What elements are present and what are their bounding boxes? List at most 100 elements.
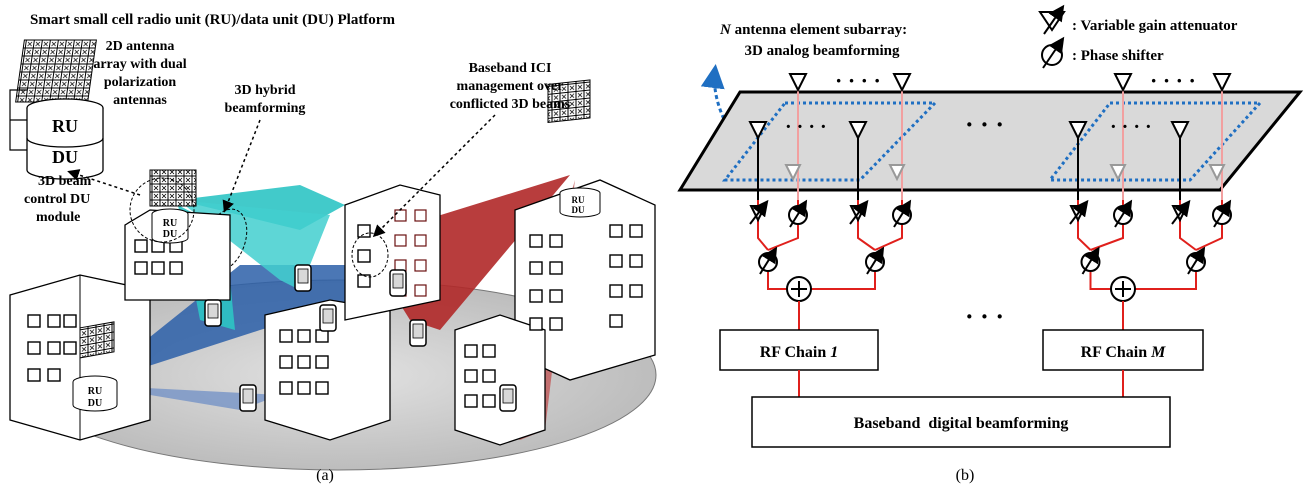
window	[609, 254, 623, 268]
signal-line	[1077, 225, 1092, 251]
ru-label-right: RU	[572, 195, 585, 205]
window	[629, 284, 643, 298]
subarray-label-rest: antenna element subarray:	[731, 22, 907, 38]
antenna-element-rear	[1109, 164, 1127, 182]
window	[464, 369, 478, 383]
window	[529, 317, 543, 331]
combiner-plus	[791, 281, 807, 297]
window	[609, 224, 623, 238]
label-ici: Baseband ICI management over conflicted …	[450, 61, 571, 112]
ru-du-unit-right: RU DU	[559, 187, 601, 218]
antenna-element	[1212, 73, 1232, 93]
antenna-array-building	[149, 169, 197, 207]
label-beam-control-l1: 3D beam	[38, 174, 92, 189]
vga-arrow	[749, 199, 769, 225]
label-2d-array: 2D antenna array with dual polarization …	[93, 39, 186, 108]
ru-label-left: RU	[88, 386, 102, 397]
vga-arrow	[1171, 199, 1191, 225]
window	[279, 329, 293, 343]
rf-chain-1-label: RF Chain 1	[760, 344, 839, 361]
antenna-array-right	[547, 79, 591, 123]
window	[529, 234, 543, 248]
signal-line	[1195, 225, 1223, 251]
antenna-element	[748, 121, 768, 141]
label-beam-control-l3: module	[36, 210, 80, 225]
panel-b: N antenna element subarray: 3D analog be…	[677, 4, 1304, 484]
ru-label: RU	[52, 116, 78, 136]
legend-vga: : Variable gain attenuator	[1072, 18, 1238, 34]
phase-shifter-arrow	[1114, 199, 1133, 228]
window	[394, 234, 407, 247]
window	[414, 284, 427, 297]
ellipsis-top-1: · · · ·	[835, 68, 881, 93]
ellipsis-chain: · · ·	[965, 302, 1004, 331]
phone-screen	[242, 388, 254, 404]
label-hybrid-l1: 3D hybrid	[234, 83, 295, 98]
window	[357, 224, 371, 238]
window	[134, 261, 148, 275]
signal-line	[874, 225, 903, 251]
label-beam-control-l2: control DU	[24, 192, 90, 207]
antenna-element	[1170, 121, 1190, 141]
panel-a: Smart small cell radio unit (RU)/data un…	[9, 12, 657, 484]
beam-control-circle	[129, 177, 195, 243]
window	[63, 314, 77, 328]
subarray-label-line2: 3D analog beamforming	[745, 43, 900, 59]
antenna-element-rear	[888, 164, 906, 182]
baseband-box	[751, 396, 1171, 448]
window	[47, 341, 61, 355]
user-devices	[204, 264, 517, 412]
phase-shifter-arrow	[893, 199, 912, 228]
signal-line	[757, 225, 769, 251]
label-ici-l1: Baseband ICI	[469, 61, 552, 76]
window	[315, 381, 329, 395]
building-windows	[27, 209, 643, 408]
window	[279, 381, 293, 395]
window	[629, 254, 643, 268]
signal-line	[767, 225, 799, 251]
window	[151, 261, 165, 275]
building-center	[264, 299, 391, 441]
label-2d-array-l1: 2D antenna	[106, 39, 175, 54]
antenna-array-left	[79, 321, 115, 359]
rf-chain-m-box	[1042, 329, 1204, 371]
phone-screen	[207, 303, 219, 319]
ru-label-small: RU	[163, 218, 177, 229]
window	[414, 234, 427, 247]
window	[27, 314, 41, 328]
window	[529, 261, 543, 275]
subarray-label-line1: N antenna element subarray:	[719, 22, 907, 38]
phase-shifter-arrow	[866, 246, 885, 275]
window	[414, 209, 427, 222]
window	[464, 344, 478, 358]
rf-chain-1-index: 1	[830, 344, 838, 361]
caption-b: (b)	[956, 467, 975, 484]
rf-chain-m-prefix: RF Chain	[1081, 344, 1152, 361]
arrow-beam-control	[67, 169, 141, 196]
antenna-element	[1068, 121, 1088, 141]
window	[47, 314, 61, 328]
window	[297, 381, 311, 395]
arrow-hybrid	[222, 119, 261, 213]
vga-arrow	[1069, 199, 1089, 225]
signal-line	[1135, 272, 1197, 290]
rf-chain-1-box	[719, 329, 879, 371]
window	[169, 261, 183, 275]
window	[134, 239, 148, 253]
window	[609, 314, 623, 328]
legend: : Variable gain attenuator : Phase shift…	[1038, 4, 1238, 69]
label-ici-l2: management over	[457, 79, 564, 94]
window	[464, 394, 478, 408]
label-hybrid-l2: beamforming	[225, 101, 306, 116]
antenna-element	[848, 121, 868, 141]
phase-shifter-arrow	[1081, 246, 1100, 275]
label-2d-array-l2: array with dual	[93, 57, 186, 72]
phone-screen	[412, 323, 424, 339]
window	[482, 369, 496, 383]
signal-line	[767, 272, 787, 290]
ellipsis-top-2: · · · ·	[1150, 68, 1196, 93]
ellipsis-mid-1: · · · ·	[785, 116, 827, 138]
blue-beam	[90, 265, 390, 385]
ru-du-unit-main: RU DU	[9, 89, 104, 180]
caption-a: (a)	[316, 467, 334, 484]
